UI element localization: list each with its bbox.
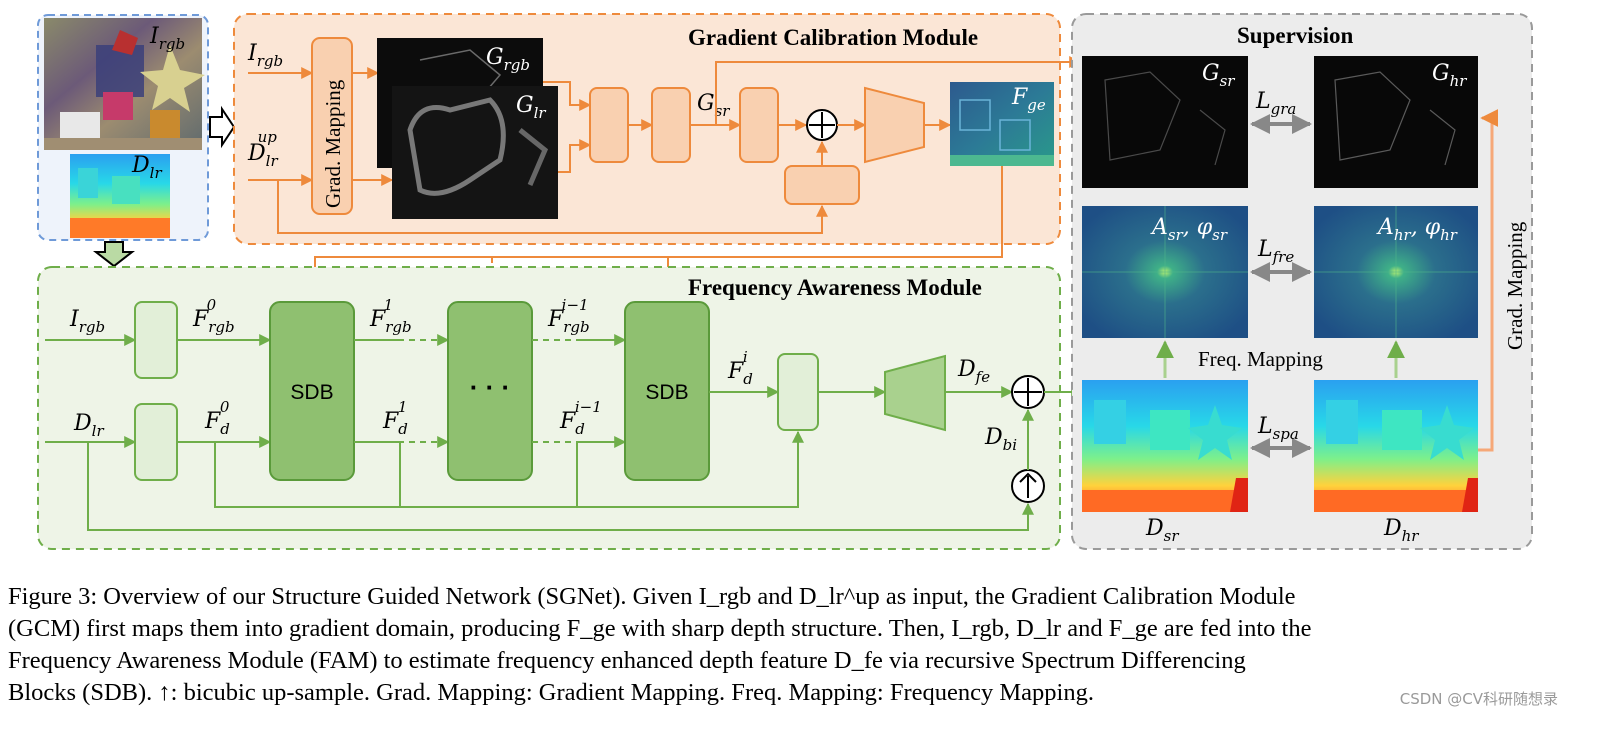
label-d-bi: Dbi — [984, 425, 1017, 454]
rgb-input-image — [44, 18, 205, 150]
label-a-phi-hr: Ahr, φhr — [1376, 215, 1458, 244]
label-d-hr: Dhr — [1383, 516, 1419, 545]
label-d-sr: Dsr — [1145, 516, 1179, 545]
fam-decoder — [884, 354, 946, 432]
label-sup-gsr: Gsr — [1202, 61, 1235, 90]
label-rgb-image: Irgb — [149, 24, 185, 53]
sdb-ellipsis-label: · · · — [470, 372, 510, 402]
fam-add-operator — [1011, 375, 1045, 409]
g-sr-image — [1082, 56, 1248, 188]
sdb-block-ellipsis — [447, 301, 533, 481]
right-grad-mapping-label: Grad. Mapping — [1503, 221, 1527, 350]
figure-caption: Figure 3: Overview of our Structure Guid… — [8, 581, 1593, 709]
label-l-fre: Lfre — [1257, 237, 1294, 266]
g-hr-image — [1314, 56, 1478, 188]
label-f-d1: Fd1 — [382, 398, 408, 438]
caption-line-2: (GCM) first maps them into gradient doma… — [8, 615, 1312, 642]
label-f-di: Fdi — [727, 348, 753, 388]
f-ge-image — [950, 82, 1054, 166]
caption-line-4: Blocks (SDB). ↑: bicubic up-sample. Grad… — [8, 679, 1094, 706]
label-f-ge: Fge — [1011, 85, 1046, 114]
label-d-fe: Dfe — [957, 357, 990, 386]
gcm-title: Gradient Calibration Module — [688, 25, 978, 50]
d-hr-image — [1314, 380, 1478, 512]
gcm-grad-mapping-block — [311, 37, 353, 215]
label-g-rgb: Grgb — [486, 45, 530, 74]
freq-mapping-label: Freq. Mapping — [1198, 347, 1323, 371]
csdn-watermark: CSDN @CV科研随想录 — [1399, 690, 1558, 708]
label-g-lr: Glr — [516, 93, 546, 122]
supervision-title: Supervision — [1237, 23, 1354, 48]
fam-label-irgb: Irgb — [69, 307, 105, 336]
gcm-add-operator — [806, 109, 838, 141]
label-lr-depth-image: Dlr — [131, 153, 162, 182]
sdb-block-1-label: SDB — [290, 381, 333, 404]
sdb-block-i-label: SDB — [645, 381, 688, 404]
caption-line-1: Figure 3: Overview of our Structure Guid… — [8, 583, 1296, 610]
upsample-operator — [1011, 469, 1045, 503]
fam-rgb-conv-block — [134, 301, 178, 379]
input-to-gcm-arrow — [209, 105, 236, 149]
label-f-rgb1: Frgb1 — [369, 296, 412, 336]
label-sup-ghr: Ghr — [1432, 61, 1467, 90]
gcm-conv-block-2 — [651, 87, 691, 163]
gcm-grad-mapping-label: Grad. Mapping — [321, 79, 345, 208]
gcm-depth-conv-block — [784, 165, 860, 205]
gcm-label-gsr: Gsr — [697, 91, 730, 120]
fam-label-dlr: Dlr — [73, 411, 104, 440]
label-l-gra: Lgra — [1255, 89, 1296, 118]
caption-line-3: Frequency Awareness Module (FAM) to esti… — [8, 647, 1246, 674]
gcm-conv-block-3 — [739, 87, 779, 163]
label-l-spa: Lspa — [1257, 414, 1299, 443]
gcm-decoder — [864, 86, 925, 164]
gcm-label-dlrup: Dlrup — [247, 128, 278, 170]
gcm-conv-block-1 — [589, 87, 629, 163]
label-f-d0: Fd0 — [204, 398, 230, 438]
spectrum-hr-image — [1314, 206, 1478, 338]
d-sr-image — [1082, 380, 1248, 512]
label-f-rgb0: Frgb0 — [192, 296, 235, 336]
gcm-label-irgb: Irgb — [247, 41, 283, 70]
fam-depth-conv-block — [134, 403, 178, 481]
fam-title: Frequency Awareness Module — [688, 275, 982, 300]
label-a-phi-sr: Asr, φsr — [1150, 215, 1228, 244]
g-lr-image — [392, 86, 558, 219]
sdb-block-1 — [269, 301, 355, 481]
lr-depth-input-image — [70, 154, 170, 238]
label-f-di1: Fdi−1 — [559, 398, 602, 438]
fam-fusion-block — [777, 353, 819, 431]
sgnet-diagram: Irgb Dlr Gradient Calibration Module Irg… — [37, 13, 1533, 550]
spectrum-sr-image — [1082, 206, 1248, 338]
label-f-rgbi1: Frgbi−1 — [547, 296, 590, 336]
